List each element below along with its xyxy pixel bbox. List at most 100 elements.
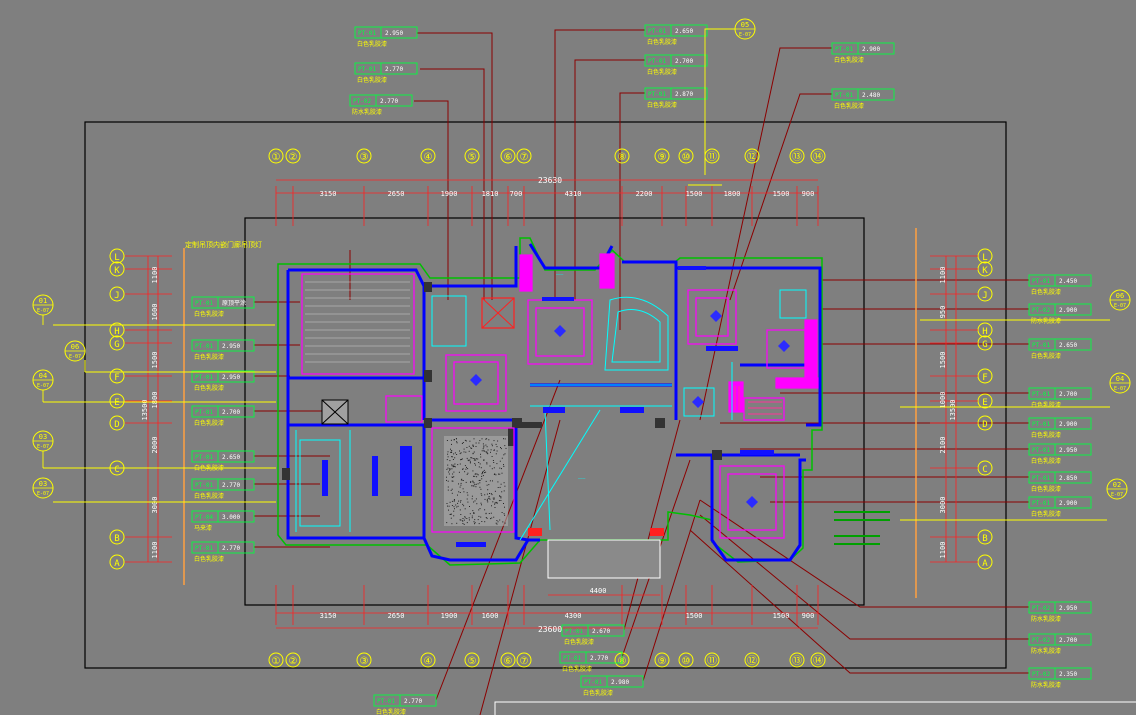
speckle: [497, 481, 499, 483]
speckle: [457, 505, 459, 507]
speckle: [505, 447, 507, 449]
left-total-dimension: 13500: [141, 399, 149, 420]
left-tag-height: 2.950: [222, 343, 240, 350]
speckle: [457, 464, 459, 466]
section-marker-number: 05: [741, 21, 749, 29]
speckle: [501, 491, 503, 493]
speckle: [493, 449, 495, 451]
section-marker-sheet: E-07: [1111, 492, 1123, 498]
speckle: [464, 516, 466, 518]
speckle: [466, 457, 468, 459]
speckle: [466, 466, 467, 468]
speckle: [480, 493, 482, 495]
column-grid-label: ⑭: [813, 655, 823, 667]
speckle: [499, 473, 501, 475]
speckle: [451, 492, 453, 494]
speckle: [480, 456, 482, 458]
speckle: [486, 500, 488, 502]
section-marker-number: 03: [39, 433, 47, 441]
speckle: [482, 472, 483, 473]
right-tag-height: 2.700: [1059, 391, 1077, 398]
column-grid-label: ①: [272, 152, 281, 163]
speckle: [451, 505, 453, 506]
speckle: [484, 521, 486, 523]
speckle: [474, 500, 476, 502]
speckle: [460, 482, 462, 484]
speckle: [446, 476, 447, 478]
speckle: [452, 480, 454, 482]
speckle: [462, 468, 464, 470]
speckle: [494, 473, 496, 475]
column-grid-label: ④: [424, 656, 433, 667]
speckle: [472, 470, 474, 472]
leader-line: [619, 92, 645, 330]
row-grid-bubble: [109, 335, 125, 351]
right-tag-material: 白色乳胶漆: [1031, 352, 1061, 360]
left-tag-height: 2.770: [222, 482, 240, 489]
speckle: [467, 472, 469, 474]
row-grid-label: B: [114, 534, 119, 544]
speckle: [465, 468, 467, 470]
bottom-tag-code: PT-01: [584, 679, 602, 686]
speckle: [499, 467, 501, 469]
top-dimension-value: 2650: [388, 190, 405, 198]
right-tag-box: [1028, 387, 1092, 400]
leader-line: [554, 29, 645, 300]
speckle: [453, 471, 455, 473]
speckle: [460, 459, 462, 461]
speckle: [483, 459, 485, 461]
bottom-tag-material: 白色乳胶漆: [376, 708, 406, 715]
speckle: [457, 502, 459, 504]
column-grid-bubble: [789, 652, 805, 668]
speckle: [448, 473, 450, 475]
left-tag-height: 2.700: [222, 409, 240, 416]
left-tag-height: 原顶平涂: [222, 299, 246, 307]
speckle: [447, 467, 449, 469]
speckle: [474, 484, 476, 486]
speckle: [447, 451, 449, 453]
row-grid-label: C: [114, 465, 119, 475]
speckle: [484, 509, 486, 511]
speckle: [460, 459, 462, 460]
speckle: [481, 478, 483, 480]
speckle: [478, 462, 480, 463]
speckle: [495, 474, 497, 476]
speckle: [485, 480, 487, 482]
speckle: [494, 449, 495, 451]
speckle: [462, 488, 464, 490]
bottom-tag-code: PT-01: [563, 655, 581, 662]
row-grid-label: E: [114, 398, 119, 408]
speckle: [448, 505, 450, 507]
speckle: [504, 438, 506, 440]
speckle: [491, 445, 493, 447]
speckle: [499, 519, 501, 521]
leader-line: [699, 514, 1029, 640]
column-grid-bubble: [500, 652, 516, 668]
ceiling-ornaments: [470, 310, 790, 508]
top-dimension-value: 1500: [773, 190, 790, 198]
column-grid-label: ④: [424, 152, 433, 163]
left-dimension-value: 1100: [151, 267, 159, 284]
row-grid-bubble: [109, 261, 125, 277]
top-tag-code: PT-02: [353, 98, 371, 105]
speckle: [463, 505, 465, 507]
speckle: [471, 498, 473, 500]
row-grid-bubble: [109, 322, 125, 338]
speckle: [485, 471, 487, 473]
speckle: [462, 503, 464, 505]
speckle: [453, 453, 455, 455]
speckle: [470, 481, 472, 483]
speckle: [450, 450, 452, 452]
speckle: [451, 443, 452, 445]
column-grid-bubble: [268, 652, 284, 668]
row-grid-label: L: [982, 253, 987, 263]
top-dimension-value: 3150: [320, 190, 337, 198]
row-grid-bubble: [109, 368, 125, 384]
speckle: [504, 445, 506, 447]
leader-line: [729, 93, 832, 301]
bottom-right-tag-height: 2.950: [1059, 605, 1077, 612]
right-tag-code: PT-01: [1032, 342, 1050, 349]
speckle: [500, 496, 502, 498]
right-tag-box: [1028, 274, 1092, 287]
